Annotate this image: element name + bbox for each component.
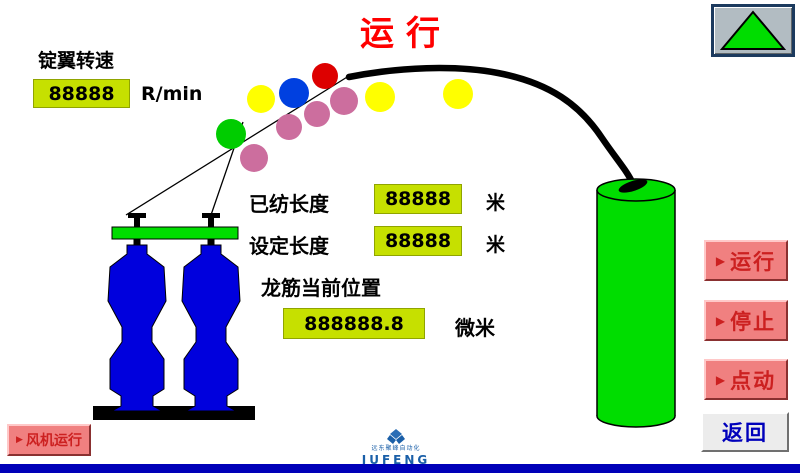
arrow-right-icon: ▶ [715, 313, 726, 328]
roller-yellow [365, 82, 395, 112]
bobbin-hanger-cap [202, 213, 220, 218]
bobbin [181, 213, 241, 412]
roller-blue [279, 78, 309, 108]
roller-red [312, 63, 338, 89]
creel-rail [111, 226, 239, 240]
jog-button[interactable]: ▶ 点动 [704, 359, 788, 400]
arrow-right-icon: ▶ [16, 435, 23, 445]
page-title: 运行 [360, 14, 452, 54]
stop-button[interactable]: ▶ 停止 [704, 300, 788, 341]
run-button-label: 运行 [730, 249, 777, 274]
set-length-value[interactable]: 88888 [374, 226, 462, 256]
triangle-up-icon [719, 10, 787, 50]
page-up-button[interactable] [711, 4, 795, 57]
back-button-label: 返回 [722, 421, 768, 445]
fan-run-button-label: 风机运行 [25, 433, 82, 449]
jufeng-logo-icon [387, 429, 405, 444]
rail-position-unit: 微米 [455, 316, 495, 340]
rail-position-value: 888888.8 [283, 308, 425, 339]
spun-length-label: 已纺长度 [249, 192, 329, 216]
yarn-path [345, 64, 637, 188]
flyer-speed-unit: R/min [141, 83, 203, 105]
bobbin-hanger-cap [128, 213, 146, 218]
winder-cylinder [596, 178, 676, 428]
run-button[interactable]: ▶ 运行 [704, 240, 788, 281]
roller-green [216, 119, 246, 149]
triangle-up-shape [719, 10, 787, 50]
jog-button-label: 点动 [730, 368, 777, 393]
arrow-right-icon: ▶ [715, 372, 726, 387]
bobbin-neck-stem [133, 239, 141, 248]
arrow-right-icon: ▶ [715, 253, 726, 268]
back-button[interactable]: 返回 [701, 412, 789, 452]
set-length-unit: 米 [486, 234, 506, 256]
bobbin-body [107, 244, 167, 412]
flyer-speed-value: 88888 [33, 79, 130, 108]
set-length-label: 设定长度 [249, 234, 329, 258]
roller-pink [304, 101, 330, 127]
flyer-speed-label: 锭翼转速 [38, 50, 115, 72]
bobbin [107, 213, 167, 412]
fan-run-button[interactable]: ▶ 风机运行 [7, 424, 91, 456]
jufeng-logo: 远东聚峰自动化 JUFENG [336, 429, 456, 467]
rail-position-label: 龙筋当前位置 [261, 276, 381, 300]
bobbin-body [181, 244, 241, 412]
logo-name: JUFENG [361, 452, 431, 467]
cylinder-body [597, 190, 675, 416]
roller-yellow [247, 85, 275, 113]
bottom-bar [0, 464, 800, 473]
roller-pink [330, 87, 358, 115]
stop-button-label: 停止 [730, 309, 777, 334]
roller-yellow [443, 79, 473, 109]
roller-pink [240, 144, 268, 172]
roller-pink [276, 114, 302, 140]
bobbin-neck-stem [207, 239, 215, 248]
logo-tagline: 远东聚峰自动化 [371, 445, 421, 452]
yarn-end-blob [618, 179, 648, 193]
bobbin-hanger-stem [134, 218, 140, 227]
bobbin-hanger-stem [208, 218, 214, 227]
spun-length-unit: 米 [486, 192, 506, 214]
spun-length-value: 88888 [374, 184, 462, 214]
